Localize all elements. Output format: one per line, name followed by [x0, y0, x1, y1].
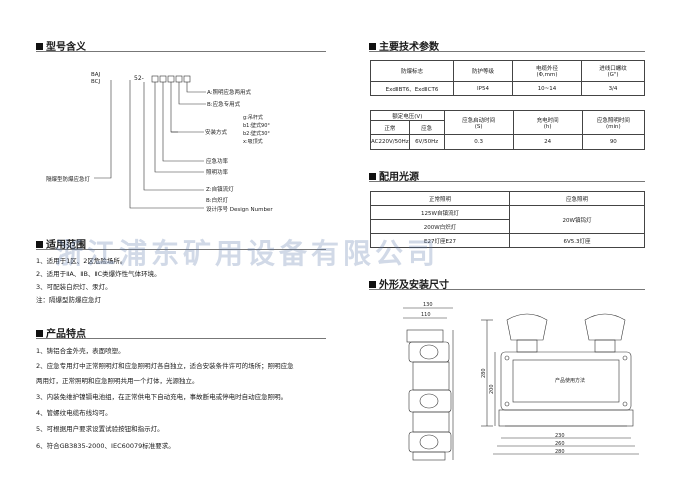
- model-label-g: g:吊杆式: [243, 115, 263, 121]
- dim-bottom-2: 260: [555, 441, 565, 447]
- model-label-design: 设计序号 Design Number: [206, 207, 273, 213]
- bullet-square-icon: [369, 281, 376, 288]
- feature-item: 两用灯，正常照明和应急照明共用一个灯体，光源独立。: [36, 377, 199, 385]
- model-label-install: 安装方式: [205, 130, 228, 136]
- table-subheader: 正常: [370, 120, 410, 135]
- light-table: 正常照明 应急照明 125W自镇流灯 20W镇钨灯 200W白炽灯 E27灯座E…: [370, 191, 645, 248]
- model-label-x: x:吸顶式: [243, 139, 263, 145]
- model-section-title: 型号含义: [36, 38, 86, 53]
- table-header: 防爆标志: [370, 60, 454, 82]
- table-cell: 0.3: [443, 134, 514, 150]
- divider: [36, 51, 326, 52]
- table-header: 应急启动时间 (S): [443, 110, 514, 135]
- table-cell: 6V5.3灯座: [509, 233, 645, 248]
- watermark: 浙江浦东矿用设备有限公司: [55, 237, 440, 270]
- dim-top-1: 130: [423, 302, 433, 308]
- dim-height-1: 280: [481, 368, 487, 378]
- table-subheader: 应急: [408, 120, 445, 135]
- model-name-label: 隔爆型防爆应急灯: [46, 177, 91, 183]
- bullet-square-icon: [369, 173, 376, 180]
- table-cell: ExdⅡBT6、ExdⅡCT6: [370, 81, 454, 96]
- feature-item: 3、内装免维护镍镉电池组，在正常供电下自动充电，事故断电或停电时自动应急照明。: [36, 393, 288, 401]
- dimension-drawing: 130 110 产品使用方法 230 260 280 280 200: [403, 302, 639, 461]
- feature-item: 4、管螺纹电缆布线均可。: [36, 409, 112, 417]
- feature-item: 2、应急专用灯中正常照明灯和应急照明灯各自独立，适合安装条件许可的场所；照明应急: [36, 362, 294, 370]
- table-cell: 6V/50Hz: [408, 134, 445, 150]
- table-cell: 24: [512, 134, 583, 150]
- model-series: 52-: [134, 75, 144, 82]
- table-header: 防护等级: [453, 60, 513, 82]
- table-header: 电缆外径 (Φ,mm): [512, 60, 582, 82]
- table-cell: AC220V/50Hz: [370, 134, 410, 150]
- model-diagram: [94, 75, 206, 209]
- model-label-lighting-power: 照明功率: [206, 170, 229, 176]
- divider: [36, 338, 326, 339]
- table-cell: 10~14: [512, 81, 582, 96]
- table-cell: IP54: [453, 81, 513, 96]
- divider: [369, 181, 645, 182]
- tech-table-1: 防爆标志 防护等级 电缆外径 (Φ,mm) 进线口螺纹 (G") ExdⅡBT6…: [370, 60, 645, 96]
- table-cell: 20W镇钨灯: [509, 205, 645, 234]
- divider: [369, 51, 645, 52]
- bullet-square-icon: [369, 43, 376, 50]
- scope-item: 3、可配装白炽灯、汞灯。: [36, 283, 112, 291]
- divider: [369, 289, 645, 290]
- front-label: 产品使用方法: [555, 377, 585, 384]
- table-header: 充电时间 (h): [512, 110, 583, 135]
- table-header: 正常照明: [370, 191, 510, 206]
- table-cell: 90: [581, 134, 646, 150]
- table-header: 额定电压(V): [370, 110, 445, 121]
- scope-item: 2、适用于ⅡA、ⅡB、ⅡC类爆炸性气体环境。: [36, 270, 161, 278]
- dim-top-2: 110: [421, 312, 431, 318]
- dim-height-2: 200: [489, 384, 495, 394]
- dims-section-title: 外形及安装尺寸: [369, 276, 449, 291]
- light-section-title: 配用光源: [369, 168, 419, 183]
- table-cell: 125W自镇流灯: [370, 205, 510, 220]
- model-prefix-top: BAJ: [91, 72, 101, 78]
- feature-item: 5、可根据用户要求设置试验按钮和指示灯。: [36, 425, 164, 433]
- model-label-z: Z:自镇流灯: [206, 187, 234, 193]
- model-prefix-bottom: BCJ: [91, 79, 101, 85]
- model-label-bulb: B:白炽灯: [206, 198, 229, 204]
- features-section-title: 产品特点: [36, 325, 86, 340]
- feature-item: 6、符合GB3835-2000、IEC60079标准要求。: [36, 442, 175, 450]
- model-label-b: B:应急专用式: [207, 102, 241, 108]
- dim-bottom-3: 280: [555, 449, 565, 455]
- bullet-square-icon: [36, 241, 43, 248]
- scope-item: 1、适用于1区、2区危险场所。: [36, 257, 127, 265]
- table-cell: 3/4: [581, 81, 645, 96]
- table-header: 应急照明: [509, 191, 645, 206]
- feature-item: 1、铸铝合金外壳，表面喷塑。: [36, 347, 125, 355]
- table-header: 应急照明时间 (min): [581, 110, 646, 135]
- model-label-b2: b2:壁式30°: [243, 131, 270, 137]
- bullet-square-icon: [36, 43, 43, 50]
- scope-section-title: 适用范围: [36, 236, 86, 251]
- model-label-b1: b1:壁式90°: [243, 123, 270, 129]
- model-label-emergency-power: 应急功率: [206, 159, 229, 165]
- tech-section-title: 主要技术参数: [369, 38, 439, 53]
- bullet-square-icon: [36, 330, 43, 337]
- table-header: 进线口螺纹 (G"): [581, 60, 645, 82]
- scope-note: 注：隔爆型防爆应急灯: [36, 296, 101, 304]
- divider: [36, 249, 326, 250]
- dim-bottom-1: 230: [555, 433, 565, 439]
- model-label-a: A:照明应急两用式: [207, 90, 252, 96]
- tech-table-2: 额定电压(V) 应急启动时间 (S) 充电时间 (h) 应急照明时间 (min)…: [370, 110, 646, 150]
